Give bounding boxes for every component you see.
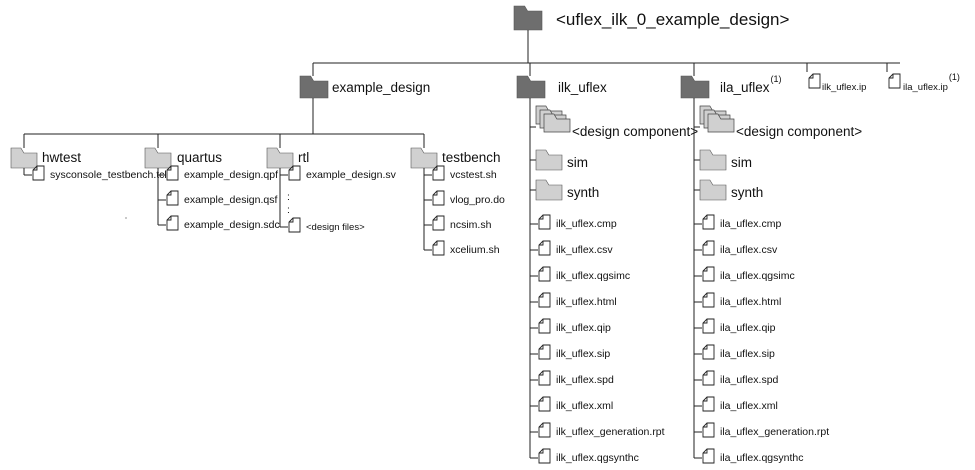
file-icon — [702, 318, 715, 334]
file-label: sysconsole_testbench.tcl — [50, 169, 167, 181]
folder-icon — [299, 75, 329, 99]
file-label: ila_uflex.csv — [720, 244, 778, 256]
top-file-label: ilk_uflex.ip — [822, 82, 866, 93]
folder-icon — [516, 75, 546, 99]
folder-icon — [535, 179, 563, 201]
file-icon — [538, 396, 551, 412]
file-label: ilk_uflex_generation.rpt — [556, 426, 665, 438]
file-icon — [288, 165, 301, 181]
file-icon — [702, 240, 715, 256]
file-icon — [432, 190, 445, 206]
folder-icon — [680, 75, 710, 99]
folder-label-example_design: example_design — [332, 80, 430, 95]
file-icon — [538, 214, 551, 230]
file-label: ilk_uflex.sip — [556, 348, 610, 360]
file-label: ila_uflex.xml — [720, 400, 778, 412]
file-icon — [432, 240, 445, 256]
subfolder-label-sim: sim — [567, 155, 588, 170]
folder-label-hwtest: hwtest — [42, 150, 81, 165]
file-label: vcstest.sh — [450, 169, 497, 181]
file-label: ila_uflex_generation.rpt — [720, 426, 829, 438]
file-label: ilk_uflex.qip — [556, 322, 611, 334]
file-label: <design files> — [306, 222, 365, 233]
file-label: ilk_uflex.spd — [556, 374, 614, 386]
folder-icon — [144, 147, 172, 169]
file-label: ila_uflex.qip — [720, 322, 776, 334]
file-label: example_design.sdc — [184, 219, 280, 231]
folder-icon — [699, 179, 727, 201]
file-icon — [702, 292, 715, 308]
file-label: ila_uflex.qgsimc — [720, 270, 795, 282]
file-icon — [888, 73, 901, 89]
folder-icon — [10, 147, 38, 169]
file-label: example_design.sv — [306, 169, 397, 181]
file-icon — [166, 190, 179, 206]
file-icon — [702, 344, 715, 360]
file-icon — [808, 73, 821, 89]
file-icon — [166, 165, 179, 181]
subfolder-label-synth: synth — [567, 185, 599, 200]
file-icon — [702, 396, 715, 412]
root-folder-label: <uflex_ilk_0_example_design> — [556, 10, 790, 29]
file-label: example_design.qsf — [184, 194, 277, 206]
subfolder-label-sim: sim — [731, 155, 752, 170]
footnote-marker: (1) — [771, 74, 782, 84]
file-icon — [538, 448, 551, 464]
file-icon — [538, 240, 551, 256]
file-icon — [702, 266, 715, 282]
file-label: ila_uflex.spd — [720, 374, 779, 386]
file-icon — [538, 422, 551, 438]
file-label: ilk_uflex.cmp — [556, 218, 617, 230]
folder-icon — [410, 147, 438, 169]
folder-icon — [535, 149, 563, 171]
subfolder-label-synth: synth — [731, 185, 763, 200]
file-label: ila_uflex.html — [720, 296, 781, 308]
footnote-marker: (1) — [949, 72, 960, 82]
ellipsis-marker: : — [287, 204, 290, 216]
file-icon — [538, 292, 551, 308]
top-file-label: ila_uflex.ip — [903, 82, 948, 93]
folder-label-quartus: quartus — [177, 150, 222, 165]
folder-label-ila_uflex: ila_uflex — [720, 80, 770, 95]
folder-icon — [266, 147, 294, 169]
file-icon — [538, 344, 551, 360]
file-icon — [702, 448, 715, 464]
file-label: ncsim.sh — [450, 219, 492, 231]
file-icon — [32, 165, 45, 181]
file-label: ilk_uflex.html — [556, 296, 617, 308]
file-label: example_design.qpf — [184, 169, 278, 181]
file-label: ilk_uflex.xml — [556, 400, 613, 412]
file-label: ilk_uflex.csv — [556, 244, 613, 256]
file-label: ilk_uflex.qgsimc — [556, 270, 630, 282]
stacked-folders-icon — [699, 105, 735, 133]
file-icon — [288, 217, 301, 233]
root-folder-icon — [513, 5, 543, 31]
file-icon — [538, 370, 551, 386]
file-label: ilk_uflex.qgsynthc — [556, 452, 639, 464]
file-label: ila_uflex.cmp — [720, 218, 781, 230]
file-label: xcelium.sh — [450, 244, 500, 256]
file-label: vlog_pro.do — [450, 194, 505, 206]
file-icon — [432, 215, 445, 231]
file-icon — [702, 214, 715, 230]
folder-label-testbench: testbench — [442, 150, 501, 165]
folder-label-rtl: rtl — [298, 150, 309, 165]
folder-label-ilk_uflex: ilk_uflex — [558, 80, 607, 95]
file-icon — [538, 318, 551, 334]
file-icon — [702, 422, 715, 438]
file-icon — [166, 215, 179, 231]
file-icon — [432, 165, 445, 181]
stacked-folders-icon — [535, 105, 571, 133]
file-icon — [702, 370, 715, 386]
file-label: ila_uflex.qgsynthc — [720, 452, 803, 464]
file-label: ila_uflex.sip — [720, 348, 775, 360]
design-component-label: <design component> — [736, 124, 862, 139]
file-icon — [538, 266, 551, 282]
design-component-label: <design component> — [572, 124, 698, 139]
folder-icon — [699, 149, 727, 171]
ellipsis-marker: : — [287, 191, 290, 203]
stray-dot — [125, 217, 127, 219]
